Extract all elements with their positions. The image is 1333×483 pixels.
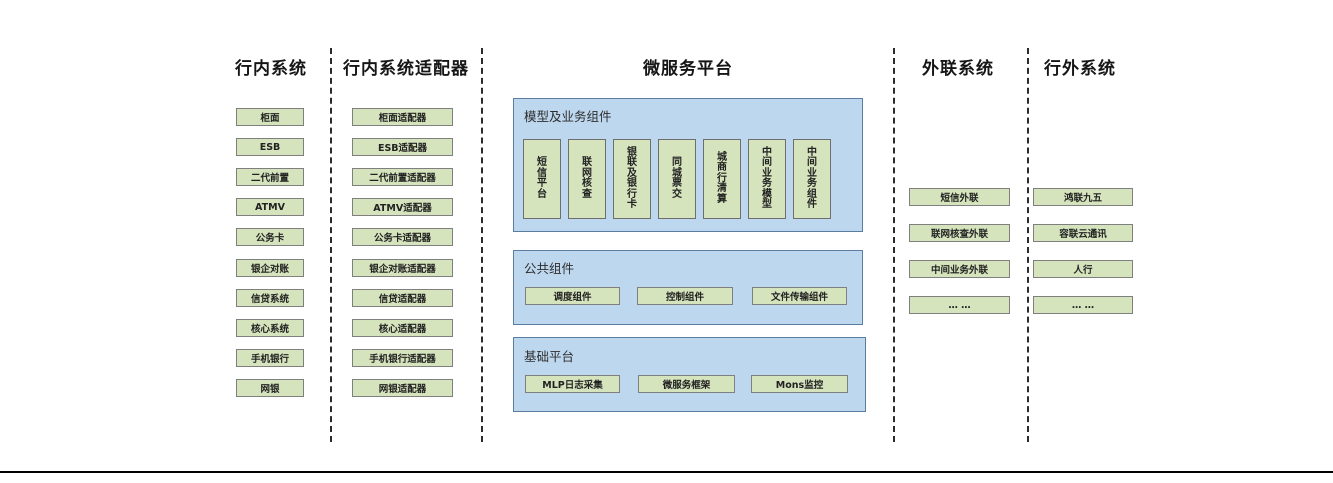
box-base-1: 微服务框架 [638, 375, 735, 393]
column-title-internal: 行内系统 [235, 59, 307, 79]
vbox-model-1-label: 联网核查 [582, 157, 592, 200]
box-adapter-8: 手机银行适配器 [352, 349, 453, 367]
divider-platform-outreach [893, 48, 895, 442]
box-internal-4: 公务卡 [236, 228, 304, 246]
vbox-model-5: 中间业务模型 [748, 139, 786, 219]
box-outreach-1: 联网核查外联 [909, 224, 1010, 242]
box-adapter-3: ATMV适配器 [352, 198, 453, 216]
column-title-outreach: 外联系统 [922, 59, 994, 79]
box-internal-9: 网银 [236, 379, 304, 397]
vbox-model-6-label: 中间业务组件 [807, 146, 817, 210]
box-external-0: 鸿联九五 [1033, 188, 1133, 206]
box-adapter-7: 核心适配器 [352, 319, 453, 337]
box-internal-3: ATMV [236, 198, 304, 216]
panel-base-platform [513, 337, 866, 412]
divider-outreach-external [1027, 48, 1029, 442]
vbox-model-1: 联网核查 [568, 139, 606, 219]
box-internal-1: ESB [236, 138, 304, 156]
box-outreach-2: 中间业务外联 [909, 260, 1010, 278]
vbox-model-4: 城商行清算 [703, 139, 741, 219]
box-outreach-3: … … [909, 296, 1010, 314]
divider-adapters-platform [481, 48, 483, 442]
panel-model-title: 模型及业务组件 [524, 109, 612, 124]
panel-base-title: 基础平台 [524, 349, 575, 364]
box-base-2: Mons监控 [751, 375, 848, 393]
box-external-2: 人行 [1033, 260, 1133, 278]
box-internal-6: 信贷系统 [236, 289, 304, 307]
box-internal-7: 核心系统 [236, 319, 304, 337]
box-external-1: 容联云通讯 [1033, 224, 1133, 242]
box-adapter-1: ESB适配器 [352, 138, 453, 156]
box-adapter-6: 信贷适配器 [352, 289, 453, 307]
column-title-external: 行外系统 [1044, 59, 1116, 79]
vbox-model-2-label: 银联及银行卡 [627, 146, 637, 210]
vbox-model-0: 短信平台 [523, 139, 561, 219]
vbox-model-6: 中间业务组件 [793, 139, 831, 219]
box-internal-5: 银企对账 [236, 259, 304, 277]
vbox-model-3-label: 同城票交 [672, 157, 682, 200]
column-title-platform: 微服务平台 [643, 59, 733, 79]
box-external-3: … … [1033, 296, 1133, 314]
box-internal-8: 手机银行 [236, 349, 304, 367]
column-title-adapters: 行内系统适配器 [343, 59, 469, 79]
vbox-model-2: 银联及银行卡 [613, 139, 651, 219]
panel-common-title: 公共组件 [524, 261, 575, 276]
box-outreach-0: 短信外联 [909, 188, 1010, 206]
divider-internal-adapters [330, 48, 332, 442]
bottom-rule [0, 471, 1333, 473]
box-common-0: 调度组件 [525, 287, 620, 305]
box-adapter-9: 网银适配器 [352, 379, 453, 397]
box-adapter-0: 柜面适配器 [352, 108, 453, 126]
vbox-model-0-label: 短信平台 [537, 157, 547, 200]
box-common-2: 文件传输组件 [752, 287, 847, 305]
box-internal-2: 二代前置 [236, 168, 304, 186]
box-adapter-5: 银企对账适配器 [352, 259, 453, 277]
vbox-model-5-label: 中间业务模型 [762, 146, 772, 210]
box-adapter-4: 公务卡适配器 [352, 228, 453, 246]
box-adapter-2: 二代前置适配器 [352, 168, 453, 186]
box-common-1: 控制组件 [637, 287, 733, 305]
vbox-model-3: 同城票交 [658, 139, 696, 219]
vbox-model-4-label: 城商行清算 [717, 151, 727, 205]
box-internal-0: 柜面 [236, 108, 304, 126]
box-base-0: MLP日志采集 [525, 375, 620, 393]
